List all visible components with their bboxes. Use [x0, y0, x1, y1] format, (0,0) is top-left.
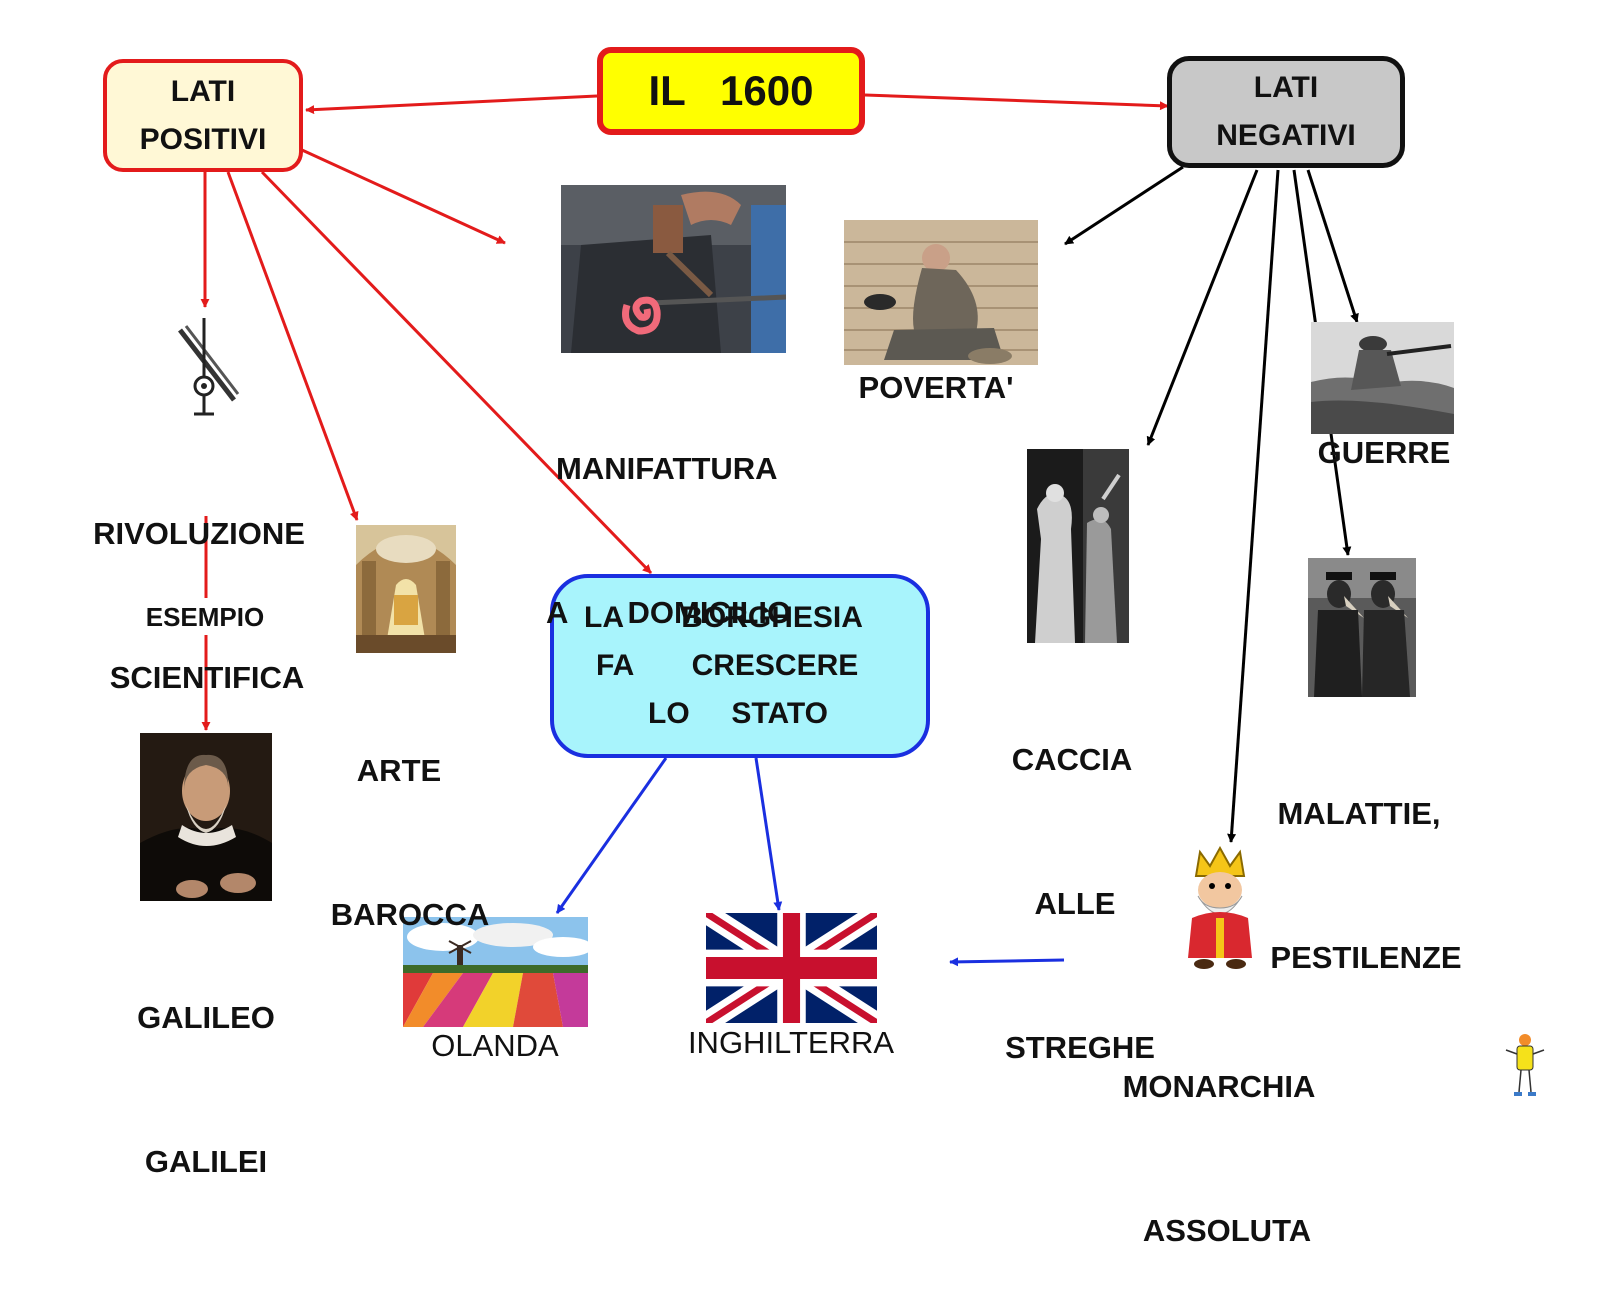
malattie-line1: MALATTIE, [1277, 796, 1441, 831]
malattie-label: MALATTIE, PESTILENZE [1256, 694, 1476, 1030]
galileo-line1: GALILEO [137, 1000, 275, 1035]
plague-doctors-image [1308, 558, 1416, 697]
arte-label: ARTE BAROCCA [320, 651, 500, 987]
arrow-borghesia-to-olanda [555, 757, 668, 914]
telescope-icon [172, 316, 242, 416]
witch-hunt-image [1027, 449, 1129, 643]
arrow-negative-to-guerre [1306, 169, 1359, 323]
caccia-line3: STREGHE [1005, 1030, 1155, 1065]
poverty-image [844, 220, 1038, 365]
negative-line2: NEGATIVI [1216, 119, 1356, 152]
arrow-positive-to-manifattura [301, 148, 506, 245]
manifattura-label: MANIFATTURA A DOMICILIO [540, 349, 796, 685]
manifattura-line2: A DOMICILIO [546, 595, 792, 630]
caccia-line1: CACCIA [1011, 742, 1133, 777]
blacksmith-image [561, 185, 786, 353]
arte-line1: ARTE [356, 753, 442, 788]
title-text: IL 1600 [648, 67, 814, 114]
monarchia-label: MONARCHIA ASSOLUTA [1104, 967, 1334, 1303]
king-icon [1176, 846, 1264, 970]
olanda-label: OLANDA [431, 1028, 559, 1063]
galileo-label: GALILEO GALILEI [116, 898, 296, 1234]
concept-map-arrows [200, 93, 1359, 967]
monarchia-line1: MONARCHIA [1122, 1069, 1316, 1104]
malattie-line2: PESTILENZE [1270, 940, 1462, 975]
borghesia-line2: FA CRESCERE [596, 649, 859, 682]
borghesia-box: LA BORGHESIA FA CRESCERE LO STATO [550, 574, 930, 758]
rivoluzione-line1: RIVOLUZIONE [93, 516, 305, 551]
positive-line2: POSITIVI [139, 122, 267, 156]
guerre-label: GUERRE [1317, 435, 1451, 470]
caccia-line2: ALLE [1034, 886, 1116, 921]
arrow-title-to-positive [305, 94, 598, 115]
arrow-borghesia-to-inghilterra [754, 757, 783, 911]
arrow-negative-to-poverta [1064, 165, 1184, 246]
rivoluzione-line2: SCIENTIFICA [109, 660, 305, 695]
caccia-label: CACCIA ALLE STREGHE [990, 640, 1170, 1120]
title-box: IL 1600 [597, 47, 865, 135]
holland-image [403, 917, 588, 1027]
war-image [1311, 322, 1454, 434]
positive-line1: LATI [170, 74, 236, 108]
monarchia-line2: ASSOLUTA [1142, 1213, 1312, 1248]
positive-box: LATI POSITIVI [103, 59, 303, 172]
arrow-positive-to-borghesia [260, 170, 653, 575]
galileo-line2: GALILEI [144, 1144, 268, 1179]
negative-box: LATI NEGATIVI [1167, 56, 1405, 168]
rivoluzione-label: RIVOLUZIONE SCIENTIFICA [84, 414, 314, 750]
borghesia-line1: LA BORGHESIA [584, 601, 863, 634]
arrow-positive-to-arte [226, 171, 359, 521]
mascot-icon [1502, 1032, 1548, 1102]
union-jack-flag [706, 913, 877, 1023]
esempio-label: ESEMPIO [145, 602, 265, 632]
baroque-church-image [356, 525, 456, 653]
poverta-label: POVERTA' [858, 370, 1014, 405]
negative-line1: LATI [1253, 71, 1319, 104]
inghilterra-label: INGHILTERRA [687, 1025, 895, 1060]
manifattura-line1: MANIFATTURA [556, 451, 778, 486]
arte-line2: BAROCCA [330, 897, 490, 932]
arrow-negative-to-monarchia [1227, 169, 1280, 843]
arrow-title-to-negative [864, 93, 1169, 111]
arrow-monarchia-to-inghilterra [949, 957, 1065, 967]
galileo-portrait [140, 733, 272, 901]
borghesia-line3: LO STATO [648, 697, 828, 730]
arrow-negative-to-caccia [1146, 169, 1259, 446]
